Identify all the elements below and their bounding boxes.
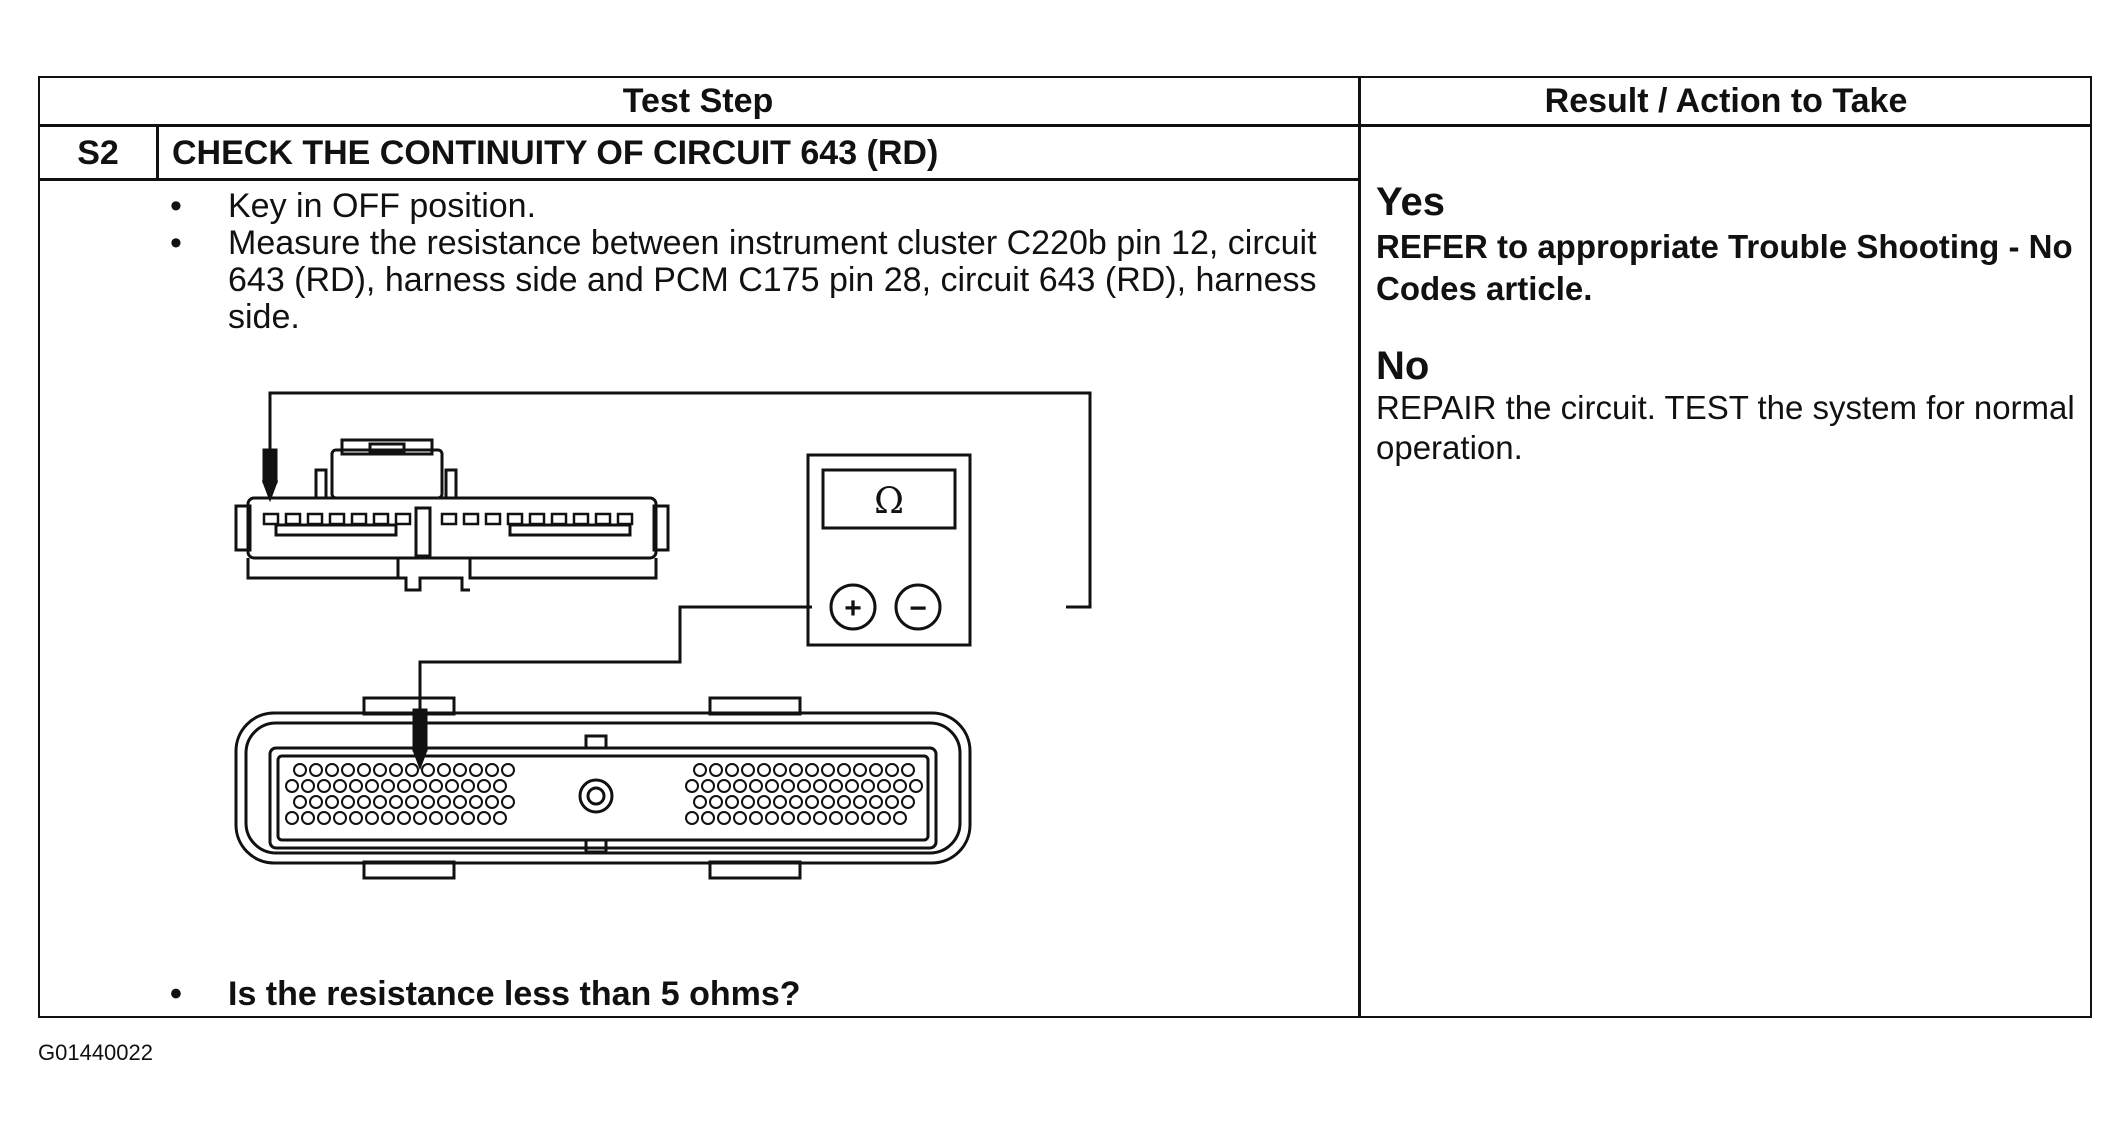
minus-terminal-label: −	[909, 592, 927, 625]
cluster-connector-pins	[262, 512, 634, 526]
bullet-dot: •	[170, 187, 182, 225]
instruction-item: • Measure the resistance between instrum…	[160, 225, 1330, 336]
result-no-label: No	[1376, 344, 1430, 388]
connector-wiring-diagram: Ω + −	[234, 391, 1092, 880]
figure-id: G01440022	[38, 1040, 153, 1065]
question-text: Is the resistance less than 5 ohms?	[228, 975, 801, 1013]
test-question: • Is the resistance less than 5 ohms?	[160, 975, 801, 1014]
step-title-divider	[38, 178, 1360, 181]
instruction-item: • Key in OFF position.	[160, 188, 1330, 225]
multimeter	[806, 453, 972, 647]
bullet-dot: •	[170, 975, 182, 1013]
column-divider	[1358, 76, 1361, 1018]
instruction-text: Measure the resistance between instrumen…	[228, 224, 1317, 336]
result-yes-text: REFER to appropriate Trouble Shooting - …	[1376, 228, 2073, 307]
bullet-dot: •	[170, 224, 182, 262]
wire-to-meter-minus	[268, 391, 1092, 609]
step-instructions: • Key in OFF position. • Measure the res…	[160, 188, 1330, 336]
step-id-divider	[156, 124, 159, 180]
wire-to-meter-plus	[418, 605, 812, 760]
result-no-text: REPAIR the circuit. TEST the system for …	[1376, 389, 2075, 466]
step-id: S2	[77, 133, 119, 172]
pcm-connector-c175	[234, 696, 972, 880]
header-test-step: Test Step	[622, 81, 774, 120]
plus-terminal-label: +	[844, 592, 862, 625]
pcm-pins-left	[285, 763, 515, 825]
pcm-pins-right	[685, 763, 923, 825]
cluster-probe	[261, 448, 279, 503]
pcm-connector-pins	[285, 763, 923, 825]
header-divider	[38, 124, 2092, 127]
ohm-symbol: Ω	[874, 481, 904, 522]
test-step-table	[38, 76, 2092, 1018]
header-result-action: Result / Action to Take	[1544, 81, 1908, 120]
instruction-text: Key in OFF position.	[228, 187, 537, 225]
result-yes-label: Yes	[1376, 180, 1445, 224]
step-title: CHECK THE CONTINUITY OF CIRCUIT 643 (RD)	[172, 133, 939, 172]
pcm-probe	[411, 708, 429, 771]
cluster-connector-c220b	[234, 438, 670, 592]
